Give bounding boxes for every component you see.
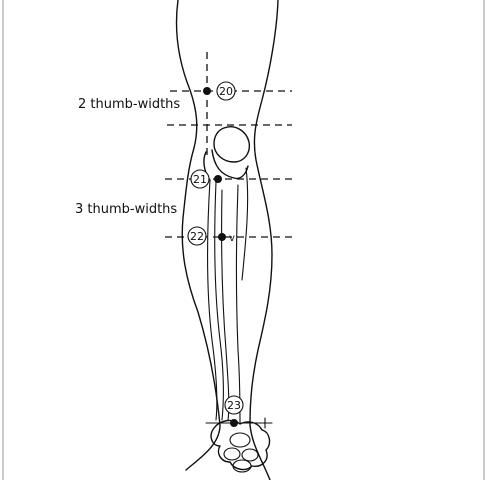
point-20-circle <box>216 81 236 101</box>
patella <box>213 126 251 163</box>
point-23-circle <box>224 395 244 415</box>
tibia-shaft-right <box>235 184 241 423</box>
tarsal-bone-1 <box>229 432 251 448</box>
upper-distance-label: 2 thumb-widths <box>78 97 180 112</box>
leg-outline-right <box>249 0 279 480</box>
point-21-dot <box>214 175 222 183</box>
tibia-shaft-left <box>221 189 230 421</box>
point-20-number: 20 <box>219 85 233 98</box>
point-21-circle <box>190 169 210 189</box>
point-23-dot <box>230 419 238 427</box>
shin-crest <box>241 167 249 281</box>
tibia-head <box>211 149 249 180</box>
point-21-number: 21 <box>193 173 207 186</box>
leg-outline-left <box>175 0 221 471</box>
point-22-number: 22 <box>190 230 204 243</box>
tarsal-bone-2 <box>223 447 241 461</box>
tarsal-bone-4 <box>232 459 252 473</box>
point-22-mark: v <box>229 233 235 244</box>
tarsal-bone-3 <box>241 448 259 462</box>
point-23-number: 23 <box>227 399 241 412</box>
point-22-circle <box>187 226 207 246</box>
point-22-dot <box>218 233 226 241</box>
fibula-shaft-right <box>214 181 224 421</box>
lower-distance-label: 3 thumb-widths <box>75 202 177 217</box>
fibula-shaft-left <box>207 179 218 421</box>
point-20-dot <box>203 87 211 95</box>
